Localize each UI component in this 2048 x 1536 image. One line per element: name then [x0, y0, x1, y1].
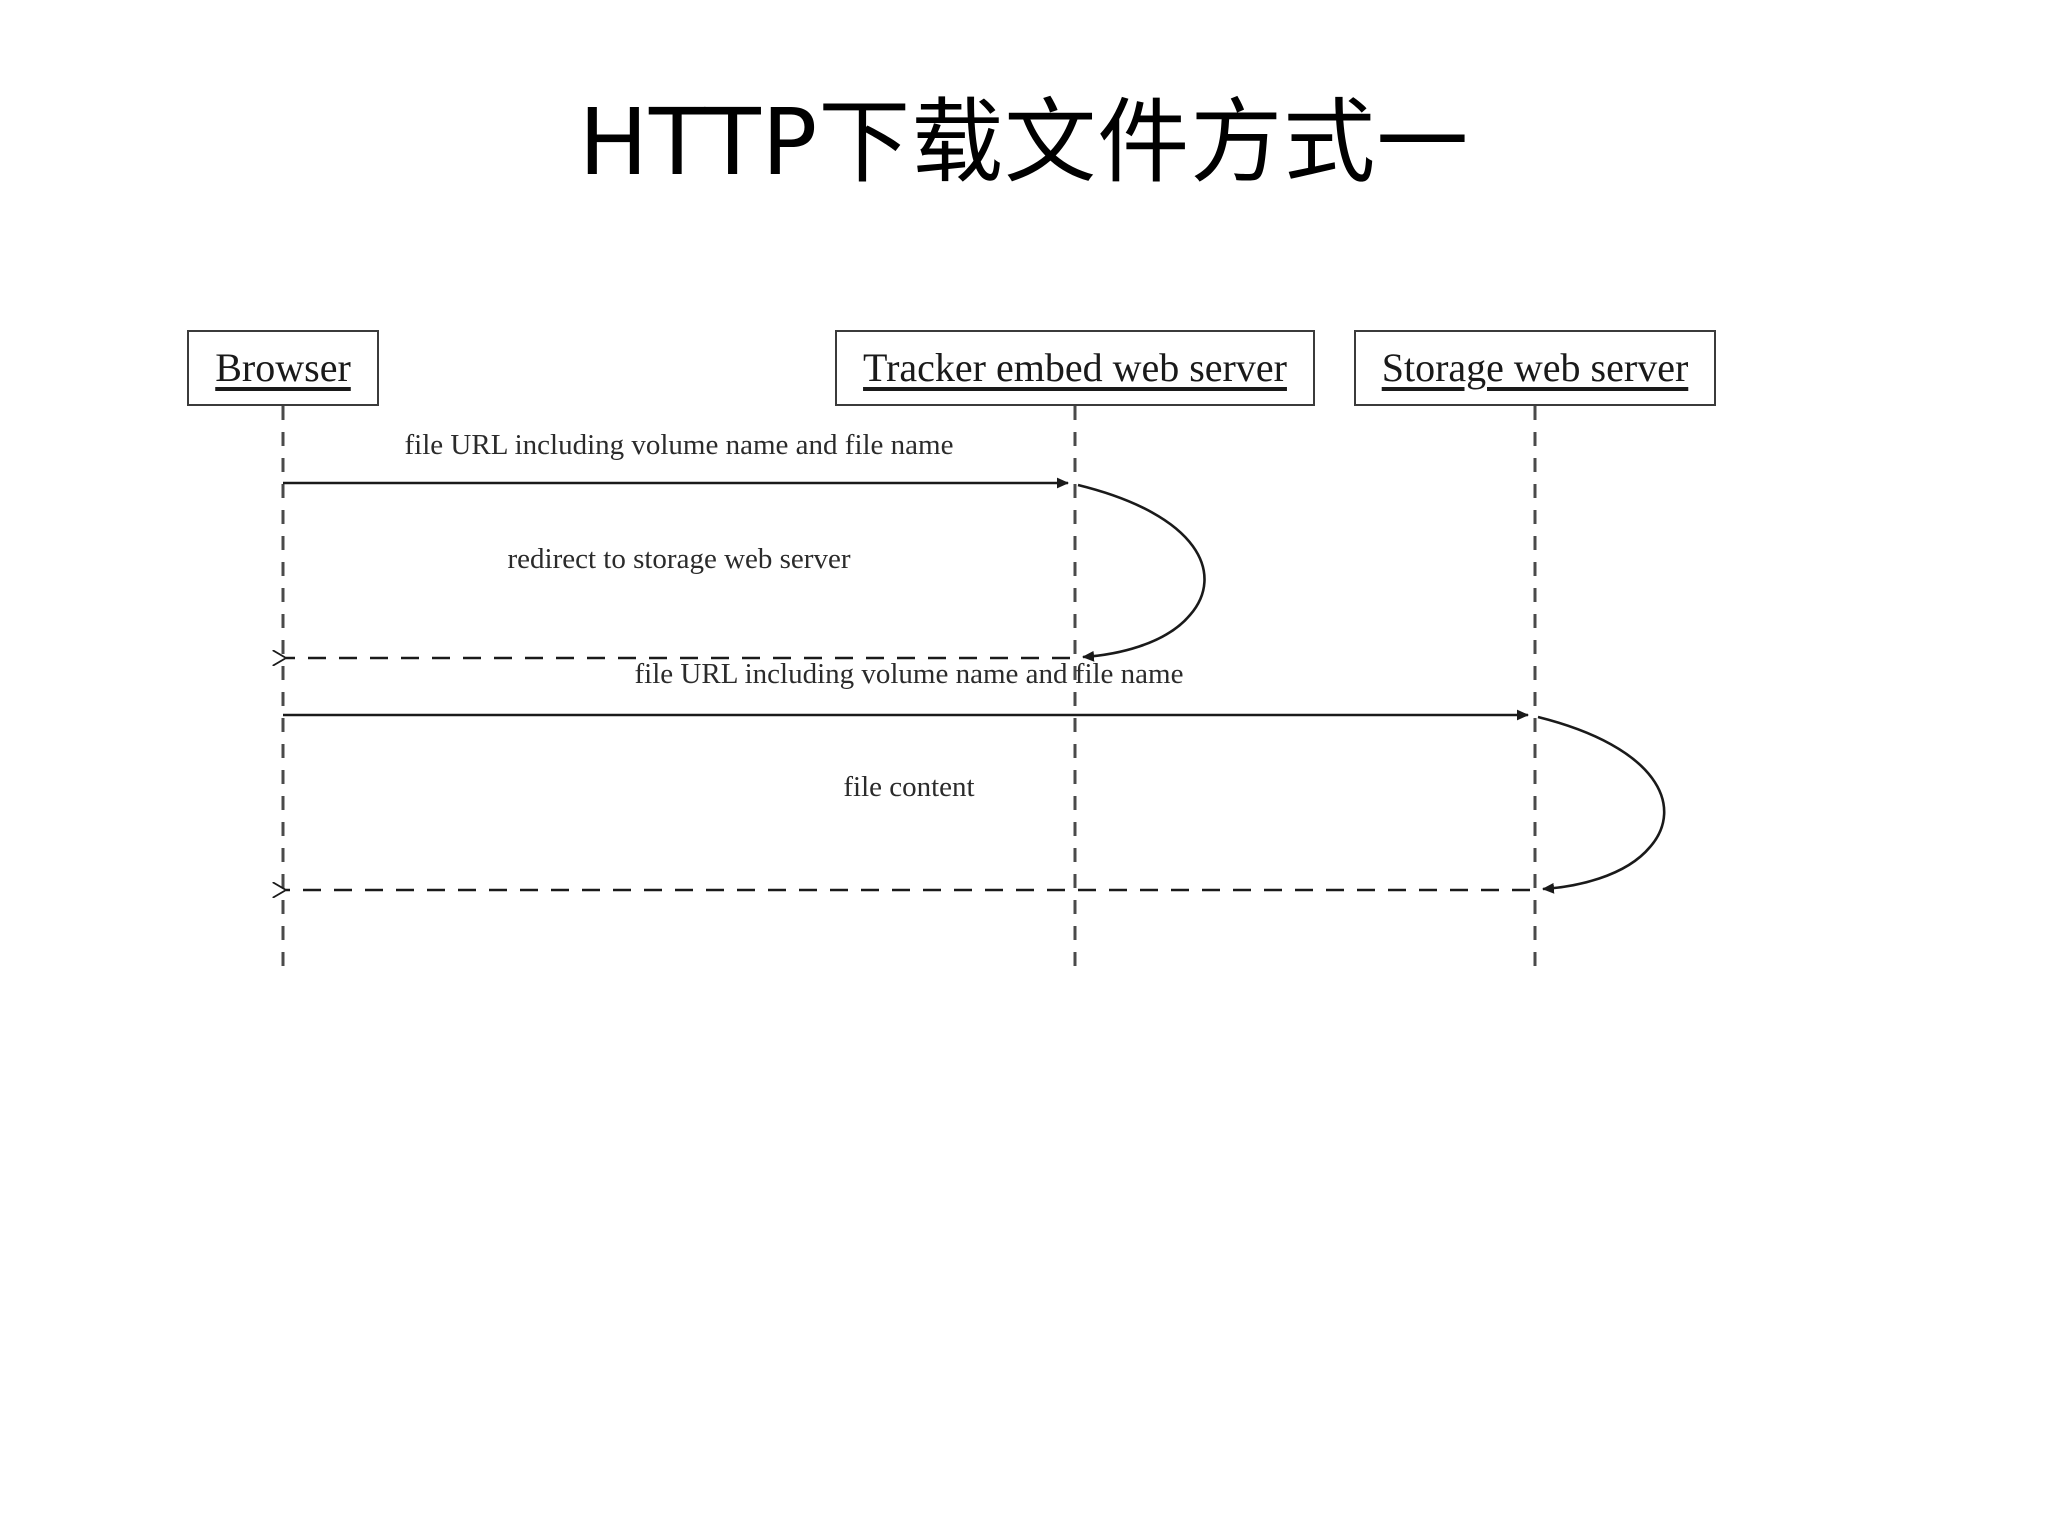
participant-box-tracker: Tracker embed web server — [835, 330, 1315, 406]
self-loop-storage — [1537, 715, 1666, 894]
self-loop-tracker — [1077, 483, 1206, 662]
participant-label-browser: Browser — [215, 345, 351, 390]
sequence-diagram-canvas — [190, 406, 1666, 968]
message-label-3: file URL including volume name and file … — [634, 658, 1184, 690]
page-title: HTTP下载文件方式一 — [578, 89, 1470, 196]
participant-box-browser: Browser — [187, 330, 379, 406]
participant-box-storage: Storage web server — [1353, 330, 1717, 406]
message-label-2: redirect to storage web server — [507, 543, 851, 575]
message-label-1: file URL including volume name and file … — [404, 429, 954, 461]
sequence-diagram: Browser Tracker embed web server Storage… — [187, 330, 1950, 970]
participant-label-tracker: Tracker embed web server — [863, 345, 1287, 390]
participant-label-storage: Storage web server — [1381, 345, 1689, 390]
message-label-4: file content — [843, 771, 975, 803]
